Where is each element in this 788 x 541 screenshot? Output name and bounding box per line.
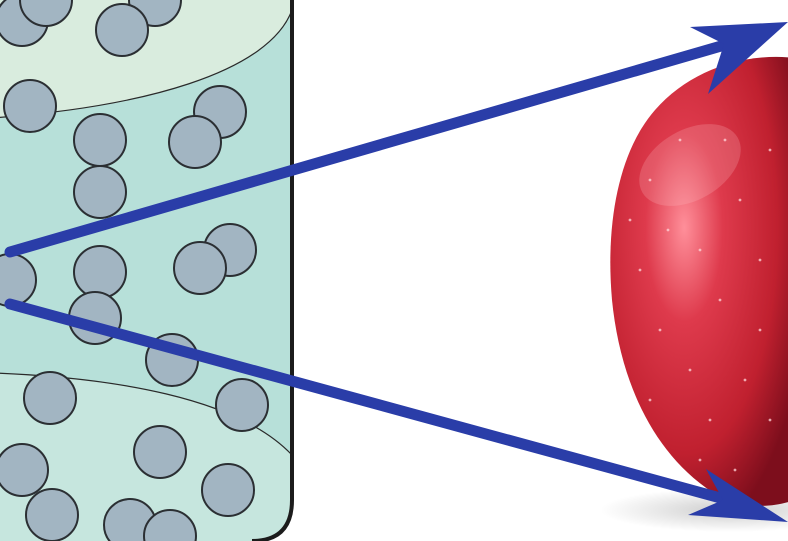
particle	[134, 426, 186, 478]
apple	[600, 57, 788, 532]
apple-speckle	[667, 229, 670, 232]
particle	[0, 444, 48, 496]
apple-speckle	[689, 369, 692, 372]
particle	[74, 166, 126, 218]
apple-speckle	[649, 399, 652, 402]
apple-speckle	[744, 379, 747, 382]
apple-speckle	[719, 299, 722, 302]
particle	[174, 242, 226, 294]
particle	[24, 372, 76, 424]
beaker	[0, 0, 300, 541]
particle	[74, 246, 126, 298]
apple-speckle	[724, 139, 727, 142]
apple-speckle	[709, 419, 712, 422]
apple-speckle	[739, 199, 742, 202]
particle	[169, 116, 221, 168]
apple-speckle	[679, 139, 682, 142]
apple-speckle	[649, 179, 652, 182]
apple-speckle	[699, 459, 702, 462]
apple-speckle	[759, 259, 762, 262]
particle	[26, 489, 78, 541]
apple-speckle	[629, 219, 632, 222]
particle	[202, 464, 254, 516]
apple-speckle	[769, 419, 772, 422]
apple-speckle	[699, 249, 702, 252]
apple-speckle	[639, 269, 642, 272]
apple-body	[610, 57, 788, 506]
particle	[96, 4, 148, 56]
particle	[4, 80, 56, 132]
apple-speckle	[659, 329, 662, 332]
apple-speckle	[759, 329, 762, 332]
apple-speckle	[734, 469, 737, 472]
apple-speckle	[769, 149, 772, 152]
particle	[216, 379, 268, 431]
particle	[74, 114, 126, 166]
